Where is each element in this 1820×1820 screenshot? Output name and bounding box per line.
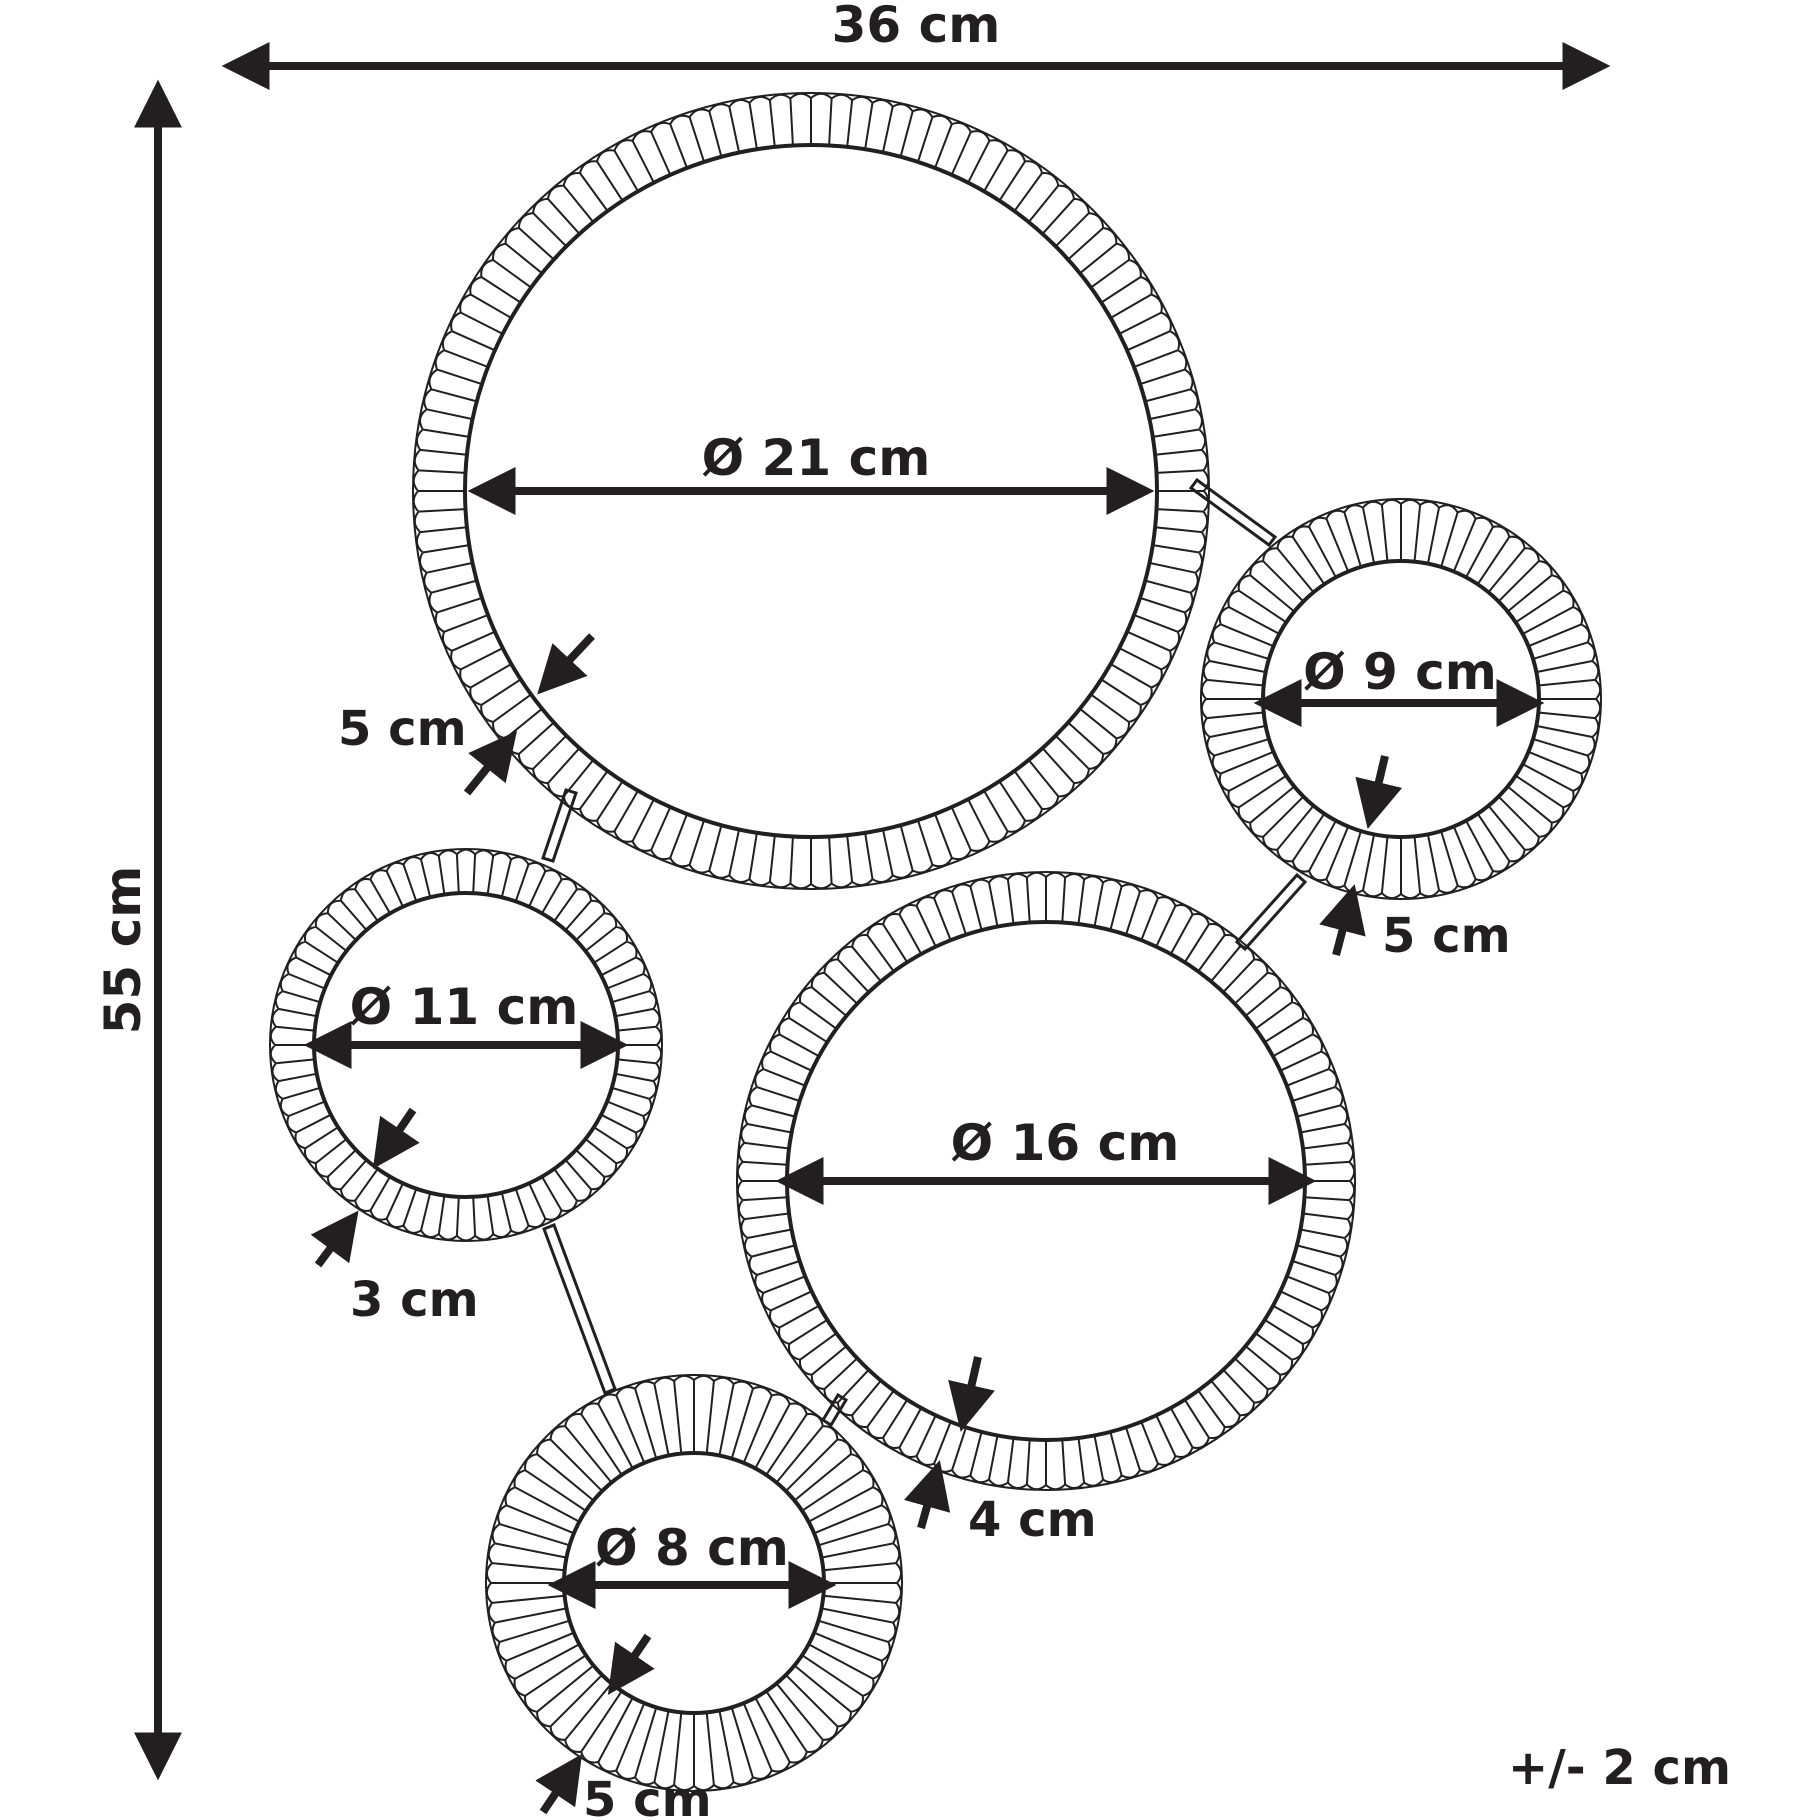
frame-pointer-inner — [1355, 755, 1403, 830]
overall-width-dimension: 36 cm — [221, 0, 1611, 90]
rod-middle-bottom — [820, 1392, 849, 1428]
mirror-left-dimensions: Ø 11 cm 3 cm — [303, 978, 629, 1328]
rod-left-bottom — [542, 1223, 617, 1395]
mirror-middle-dimensions: Ø 16 cm 4 cm — [775, 1114, 1317, 1548]
frame-outer-edge — [485, 1374, 903, 1792]
frame-pointer-outer — [535, 1754, 583, 1815]
frame-pointer-outer — [463, 730, 518, 796]
diameter-label: Ø 21 cm — [702, 429, 931, 487]
mirror-right-dimensions: Ø 9 cm 5 cm — [1253, 643, 1545, 964]
diameter-label: Ø 9 cm — [1303, 643, 1497, 701]
frame-pointer-inner — [537, 633, 595, 695]
mirror-large-dimensions: Ø 21 cm 5 cm — [338, 429, 1155, 796]
mirror-large-frame — [412, 92, 1210, 890]
frame-outer-edge — [412, 92, 1210, 890]
frame-width-label: 5 cm — [583, 1772, 712, 1820]
frame-ridge-lines — [491, 1380, 897, 1786]
mirror-bottom-dimensions: Ø 8 cm 5 cm — [535, 1519, 837, 1820]
diameter-label: Ø 8 cm — [595, 1519, 789, 1577]
rod-right-middle — [1234, 872, 1308, 952]
mirror-bottom-frame — [485, 1374, 903, 1792]
frame-outer-edge — [269, 848, 663, 1242]
frame-pointer-inner — [607, 1633, 655, 1695]
frame-pointer-inner — [372, 1107, 420, 1169]
frame-ridge-lines — [1206, 504, 1596, 894]
frame-ridge-lines — [418, 98, 1204, 884]
mirror-glass-outline — [463, 143, 1159, 839]
frame-width-label: 4 cm — [968, 1492, 1097, 1548]
frame-width-label: 3 cm — [350, 1272, 479, 1328]
frame-pointer-outer — [1319, 884, 1366, 957]
frame-width-label: 5 cm — [338, 701, 467, 757]
frame-pointer-outer — [310, 1210, 359, 1268]
tolerance-note: +/- 2 cm — [1508, 1740, 1731, 1796]
frame-ridge-lines — [742, 877, 1350, 1485]
frame-width-label: 5 cm — [1382, 908, 1511, 964]
frame-ridge-lines — [275, 854, 657, 1236]
diameter-label: Ø 16 cm — [951, 1114, 1180, 1172]
frame-outer-edge — [736, 871, 1356, 1491]
connecting-rods — [541, 477, 1308, 1428]
frame-pointer-inner — [948, 1356, 995, 1433]
rod-large-left — [541, 788, 578, 863]
width-label: 36 cm — [832, 0, 1001, 54]
rod-large-right — [1188, 477, 1278, 548]
frame-pointer-outer — [903, 1460, 951, 1530]
diameter-label: Ø 11 cm — [350, 978, 579, 1036]
overall-height-dimension: 55 cm — [94, 79, 182, 1781]
height-label: 55 cm — [94, 866, 152, 1035]
frame-outer-edge — [1200, 498, 1602, 900]
